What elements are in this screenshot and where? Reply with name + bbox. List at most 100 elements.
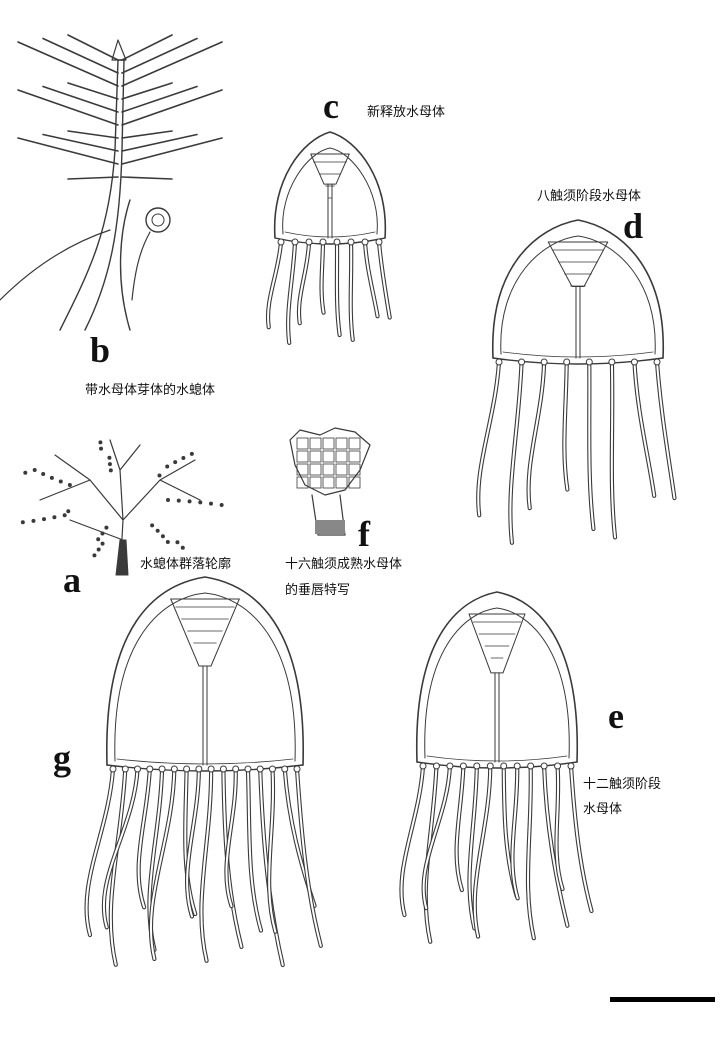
bell-outer [273,131,387,239]
panel-letter-d: d [623,206,644,246]
tentacle-bulb [207,765,215,773]
lip-cell [322,463,335,476]
polyp-dot [175,540,180,545]
polyp-dot [173,460,178,465]
caption-b: 带水母体芽体的水螅体 [85,383,216,398]
tentacle [121,176,173,180]
caption-e-line2: 水母体 [583,802,623,817]
tentacle-core [378,241,391,319]
ring-canal [274,237,386,245]
polyp-dot [189,451,194,456]
lip-cell [335,463,348,476]
tentacle-core [455,765,465,892]
tentacle-core [184,768,197,916]
tentacle-bulb [563,358,571,366]
lips [289,427,371,496]
tentacle [17,89,119,126]
tentacle-bulb [608,358,616,366]
tentacle-core [633,361,656,497]
polyp-dot [155,528,160,533]
hydroid-colony-outline-drawing [20,439,224,576]
tentacle-bulb [268,765,276,773]
hydroid-with-medusa-bud-drawing [0,34,223,331]
tentacle [42,85,119,113]
tentacle [121,82,173,100]
tentacle-core [563,361,569,491]
polyp-dot [31,518,36,523]
lip-cell [296,463,309,476]
twelve-tentacle-medusa-drawing [399,591,594,944]
branch [119,199,131,331]
polyp-dot [62,513,67,518]
tentacle-core [109,768,127,966]
tentacle [17,137,119,165]
tentacle-bulb [195,765,203,773]
polyp-dot [219,502,224,507]
tentacle-core [610,361,617,539]
medusa-bud-inner [151,213,165,227]
manubrium [310,153,350,185]
lip-cell [309,450,322,463]
tentacle-bulb [432,762,440,770]
sixteen-tentacle-medusa-drawing [84,576,323,968]
polyp-dot [66,509,71,514]
tentacle-bulb [333,238,341,246]
tentacle-bulb [554,762,562,770]
velum [502,351,654,358]
polyp-dot [58,479,63,484]
lip-cell [348,476,361,489]
radial-canal [494,672,500,763]
lip-cell [296,450,309,463]
tentacle-core [149,768,176,960]
tentacle-bulb [446,762,454,770]
tentacle-bulb [121,765,129,773]
tentacle-core [296,768,322,947]
polyp-dot [160,534,165,539]
manubrium-closeup-drawing [289,427,371,536]
tentacle [67,34,119,61]
polyp-dot [23,470,28,475]
tentacle-bulb [630,358,638,366]
tentacle-core [298,241,310,325]
tentacle-bulb [158,765,166,773]
lip-cell [309,437,322,450]
polyp-dot [176,498,181,503]
lip-cell [348,450,361,463]
tentacle-core [543,765,569,927]
ring-canal [492,357,664,365]
lip-cell [348,463,361,476]
lip-cell [335,450,348,463]
polyp-dot [67,482,72,487]
tentacle-core [186,768,200,918]
tentacle-core [477,361,500,517]
lip-cell [335,437,348,450]
tentacle-bulb [567,762,575,770]
polyp-dot [198,500,203,505]
tentacle-bulb [540,762,548,770]
bell-inner [424,607,570,759]
polyp-dot [150,523,155,528]
tentacle-core [656,361,676,500]
lip-cell [309,463,322,476]
tentacle [121,137,223,165]
tentacle-bulb [244,765,252,773]
bell-inner [500,235,656,355]
tentacle [121,133,198,152]
panel-letter-g: g [53,738,71,778]
radial-canal [327,183,333,239]
tentacle-bulb [500,762,508,770]
lip-cell [322,476,335,489]
medusa-bud [145,207,171,233]
eight-tentacle-medusa-drawing [476,219,677,545]
panel-letter-e: e [608,696,624,736]
radial-canal [202,665,208,766]
tentacle [67,130,119,139]
tentacle-core [102,768,139,929]
polyp-dot [49,475,54,480]
polyp-dot [32,468,37,473]
panel-letter-b: b [90,330,111,370]
tentacle-core [422,765,451,910]
bell-outer [106,576,304,766]
